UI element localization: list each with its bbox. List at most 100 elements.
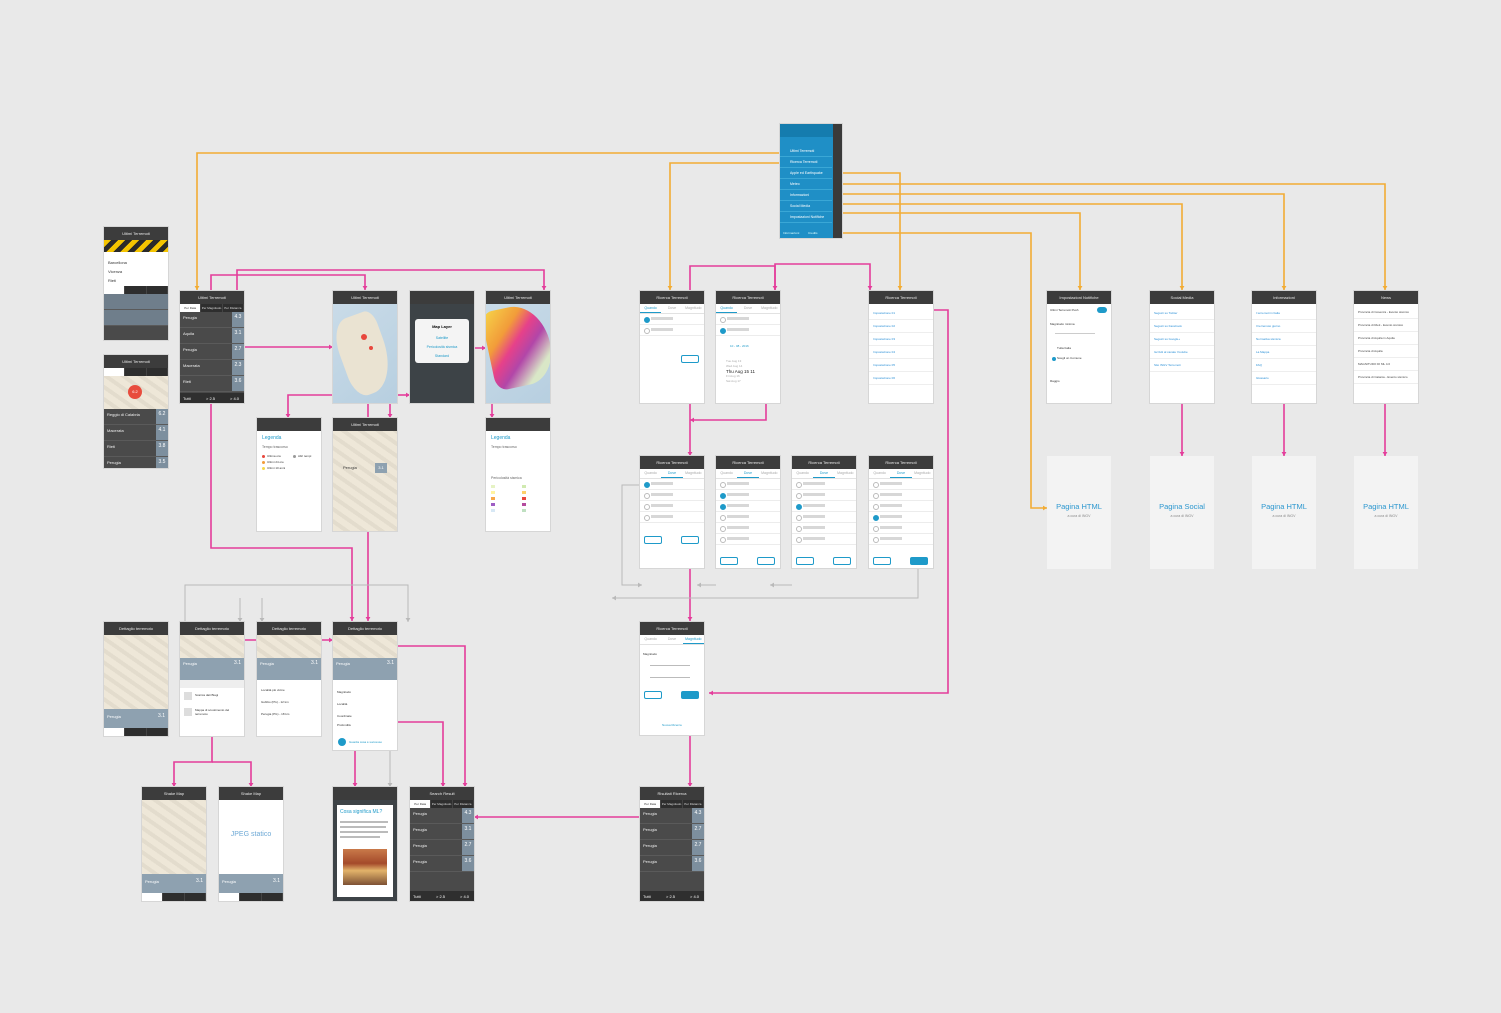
link-item[interactable]: Impostazione 01 <box>869 307 933 320</box>
menu-footer-credits[interactable]: Credits <box>808 231 818 235</box>
back-button[interactable] <box>873 557 891 565</box>
layer-option-satellite[interactable]: Satellite <box>435 336 449 340</box>
tab-per-distanza[interactable]: Per Distanza <box>223 304 244 312</box>
tab-dove[interactable]: Dove <box>667 637 677 641</box>
filter-2-5[interactable]: > 2.5 <box>206 396 216 401</box>
search-tabs[interactable]: Quando Dove Magnitudo <box>716 304 780 314</box>
menu-item-apple[interactable]: Apple ed Earthquake <box>780 168 832 179</box>
filter-all[interactable]: Tutti <box>643 894 651 899</box>
push-toggle[interactable] <box>1097 307 1107 313</box>
detail-tabs[interactable] <box>142 893 206 901</box>
tab-per-data[interactable]: Per Data <box>180 304 202 312</box>
link-item[interactable]: Glossario <box>1252 372 1316 385</box>
link-item[interactable]: Provincia di Cosenza - Evento sismico <box>1354 306 1418 319</box>
link-item[interactable]: MAGNITUDO DI ML 4.0 <box>1354 358 1418 371</box>
back-button[interactable] <box>644 691 662 699</box>
tab-magnitudo[interactable]: Magnitudo <box>685 306 702 310</box>
tab-per-magnitudo[interactable]: Per Magnitudo <box>201 304 223 312</box>
next-button[interactable] <box>681 536 699 544</box>
link-item[interactable]: Impostazione 03 <box>869 333 933 346</box>
learn-more-link[interactable]: Guarda cosa è successo <box>349 740 383 744</box>
tab-dove[interactable]: Dove <box>813 469 835 478</box>
filter-2-5[interactable]: > 2.5 <box>436 894 446 899</box>
min-slider[interactable] <box>650 665 690 666</box>
tab-per-data[interactable]: Per Data <box>410 800 432 808</box>
tab-quando[interactable]: Quando <box>716 304 738 313</box>
tab-magnitudo[interactable]: Magnitudo <box>685 471 702 475</box>
tab-magnitudo[interactable]: Magnitudo <box>837 471 854 475</box>
filter-all[interactable]: Tutti <box>413 894 421 899</box>
date-picker-row[interactable]: Sat Aug 17 <box>726 379 741 383</box>
map-area[interactable] <box>104 635 168 709</box>
sort-tabs[interactable] <box>104 368 168 376</box>
filter-4-0[interactable]: > 4.0 <box>690 894 700 899</box>
setting-row[interactable]: Tutta Italia <box>1057 346 1071 350</box>
menu-item-notifiche[interactable]: Impostazioni Notifiche <box>780 212 832 223</box>
done-button[interactable] <box>681 355 699 363</box>
map-area[interactable]: Perugia 3.1 <box>333 431 397 531</box>
search-button[interactable] <box>681 691 699 699</box>
link-item[interactable]: FAQ <box>1252 359 1316 372</box>
search-tabs[interactable]: Quando Dove Magnitudo <box>792 469 856 479</box>
tab-quando[interactable]: Quando <box>644 637 657 641</box>
tab-magnitudo[interactable]: Magnitudo <box>761 306 778 310</box>
link-item[interactable]: Iscriviti al canale Youtube <box>1150 346 1214 359</box>
next-button[interactable] <box>833 557 851 565</box>
link-item[interactable]: Impostazione 02 <box>869 320 933 333</box>
tab-magnitudo[interactable]: Magnitudo <box>761 471 778 475</box>
next-button[interactable] <box>910 557 928 565</box>
menu-item-ricerca[interactable]: Ricerca Terremoti <box>780 157 832 168</box>
web-page-card[interactable]: Pagina Social a cura di INGV <box>1150 456 1214 569</box>
tab-per-data[interactable]: Per Data <box>640 800 662 808</box>
link-item[interactable]: Provincia di Catania - Evento sismico <box>1354 371 1418 384</box>
search-tabs[interactable]: Quando Dove Magnitudo <box>640 469 704 479</box>
tab-dove[interactable]: Dove <box>890 469 912 478</box>
link-item[interactable]: Provincia di Aquila in Aquila <box>1354 332 1418 345</box>
quake-marker[interactable] <box>369 346 373 350</box>
tab-dove[interactable]: Dove <box>737 469 759 478</box>
filter-4-0[interactable]: > 4.0 <box>230 396 240 401</box>
tab-dove[interactable]: Dove <box>667 306 677 310</box>
sort-tabs[interactable]: Per Data Per Magnitudo Per Distanza <box>180 304 244 312</box>
detail-row[interactable]: Mappa di scuotimento del terremoto <box>195 708 230 716</box>
tab-quando[interactable]: Quando <box>720 471 733 475</box>
date-picker-row[interactable]: Wed Aug 14 <box>726 364 743 368</box>
date-value[interactable]: 10 - 08 - 2016 <box>730 344 749 348</box>
date-picker-row[interactable]: Fri Aug 16 <box>726 374 740 378</box>
sort-tabs[interactable]: Per Data Per Magnitudo Per Distanza <box>410 800 474 808</box>
tab-magnitudo[interactable]: Magnitudo <box>914 471 931 475</box>
map-area[interactable]: 6.2 <box>104 376 168 409</box>
link-item[interactable]: Impostazione 05 <box>869 359 933 372</box>
link-item[interactable]: Provincia di Aquila <box>1354 345 1418 358</box>
tab-quando[interactable]: Quando <box>640 304 662 313</box>
map-area[interactable] <box>333 304 397 403</box>
detail-row[interactable]: Scarica dati Biagi <box>195 693 219 697</box>
detail-tabs[interactable] <box>180 680 244 688</box>
link-item[interactable]: Impostazione 06 <box>869 372 933 385</box>
web-page-card[interactable]: Pagina HTML a cura di INGV <box>1354 456 1418 569</box>
new-search-link[interactable]: Nuova Ricerca <box>662 723 682 727</box>
play-icon[interactable] <box>338 738 346 746</box>
link-item[interactable]: Il terremoto giorno <box>1252 320 1316 333</box>
magnitude-filter-bar[interactable]: Tutti > 2.5 > 4.0 <box>640 891 704 901</box>
filter-2-5[interactable]: > 2.5 <box>666 894 676 899</box>
map-area[interactable] <box>142 800 206 874</box>
tab-magnitudo[interactable]: Magnitudo <box>682 635 704 644</box>
link-item[interactable]: Impostazione 04 <box>869 346 933 359</box>
quake-marker[interactable]: 3.1 <box>375 463 387 473</box>
search-tabs[interactable]: Quando Dove Magnitudo <box>640 635 704 645</box>
tab-quando[interactable]: Quando <box>796 471 809 475</box>
quake-marker[interactable] <box>361 334 367 340</box>
